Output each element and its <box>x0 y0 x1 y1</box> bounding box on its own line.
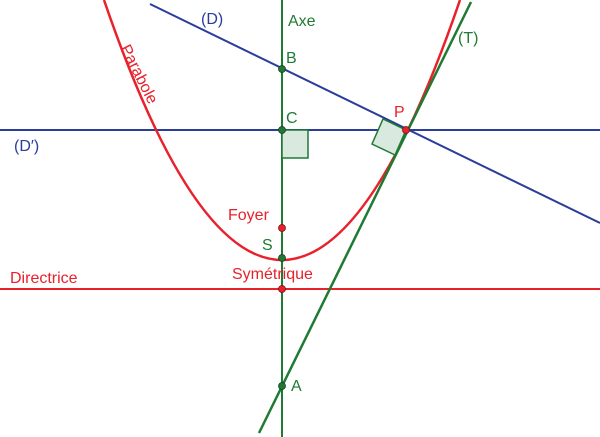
label-a: A <box>291 378 302 395</box>
label-d: (D) <box>201 11 223 28</box>
point-foyer <box>278 224 286 232</box>
point-s <box>278 254 286 262</box>
label-p: P <box>394 104 405 121</box>
right-angle-p <box>371 117 407 157</box>
label-parabole: Parabole <box>116 42 160 107</box>
point-c <box>278 126 286 134</box>
point-b <box>278 65 286 73</box>
d-line <box>149 3 600 224</box>
label-c: C <box>286 110 298 127</box>
label-d-prime: (D′) <box>14 138 39 155</box>
label-directrice: Directrice <box>10 270 78 287</box>
label-axe: Axe <box>288 13 316 30</box>
label-b: B <box>286 50 297 67</box>
point-p <box>402 126 410 134</box>
label-foyer: Foyer <box>228 207 270 224</box>
label-t: (T) <box>458 30 478 47</box>
label-symetrique: Symétrique <box>232 266 313 283</box>
label-s: S <box>262 237 273 254</box>
tangent-line <box>257 1 473 434</box>
point-symetrique <box>278 285 286 293</box>
point-a <box>278 382 286 390</box>
right-angle-c <box>281 129 309 159</box>
